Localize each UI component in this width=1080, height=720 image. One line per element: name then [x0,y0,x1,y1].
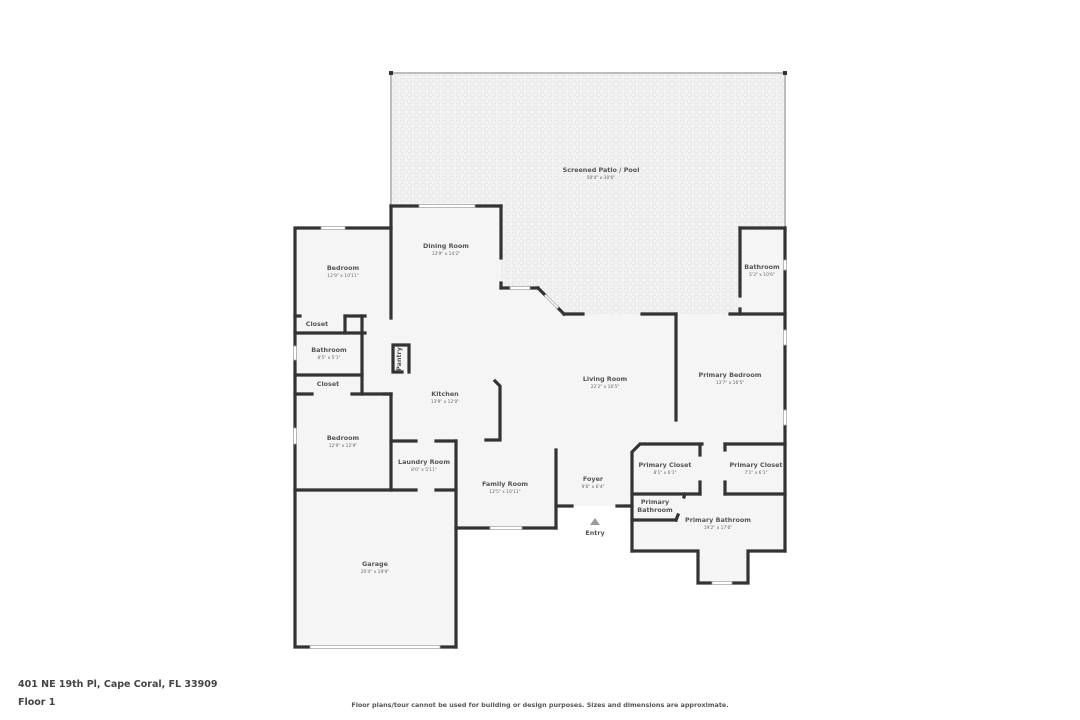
living-room-name: Living Room [583,375,628,383]
bathroom2-name: Bathroom [744,263,780,271]
family-room-dims: 12'5" x 10'11" [489,489,520,495]
bedroom1-name: Bedroom [327,264,360,272]
primary-wc-name-line2: Bathroom [637,506,673,514]
primary-bathroom-name: Primary Bathroom [685,516,751,524]
primary-closet2-dims: 7'1" x 6'1" [744,470,767,476]
bedroom2-dims: 12'9" x 12'9" [329,443,358,449]
primary-bedroom-dims: 13'7" x 16'5" [716,380,745,386]
entry-label: Entry [585,529,605,537]
pantry-name: Pantry [395,346,403,371]
screened-patio-pool [389,71,787,314]
family-room-name: Family Room [482,480,528,488]
bathroom1-name: Bathroom [311,346,347,354]
garage-dims: 20'4" x 19'9" [361,569,390,575]
living-room-dims: 22'2" x 16'5" [591,384,620,390]
foyer-name: Foyer [583,475,604,483]
entry-arrow-icon [590,518,600,525]
room-labels: Screened Patio / Pool 50'4" x 30'6" Dini… [306,166,783,575]
dining-room-name: Dining Room [423,242,469,250]
windows [293,204,787,649]
property-address: 401 NE 19th Pl, Cape Coral, FL 33909 [18,679,218,690]
primary-closet1-dims: 8'1" x 6'1" [653,470,676,476]
bathroom2-dims: 5'3" x 10'6" [749,272,775,278]
bedroom1-dims: 12'9" x 10'11" [327,273,358,279]
primary-closet2-name: Primary Closet [729,461,782,469]
room-floors [295,206,785,647]
primary-bathroom-dims: 19'2" x 17'6" [704,525,733,531]
primary-closet1-name: Primary Closet [638,461,691,469]
patio-dims: 50'4" x 30'6" [587,175,616,181]
garage-name: Garage [362,560,389,568]
floor-label: Floor 1 [18,697,56,708]
bathroom1-dims: 8'5" x 5'1" [317,355,340,361]
foyer-dims: 9'6" x 6'4" [581,484,604,490]
laundry-room-name: Laundry Room [398,458,450,466]
primary-wc-name-line1: Primary [641,498,670,506]
disclaimer: Floor plans/tour cannot be used for buil… [351,701,729,709]
primary-bedroom-name: Primary Bedroom [699,371,762,379]
kitchen-name: Kitchen [431,390,459,398]
closet1-name: Closet [306,320,328,328]
patio-name: Screened Patio / Pool [563,166,640,174]
kitchen-dims: 13'9" x 12'0" [431,399,460,405]
laundry-room-dims: 8'0" x 5'11" [411,467,437,473]
dining-room-dims: 13'9" x 14'2" [432,251,461,257]
bedroom2-name: Bedroom [327,434,360,442]
closet2-name: Closet [317,380,339,388]
